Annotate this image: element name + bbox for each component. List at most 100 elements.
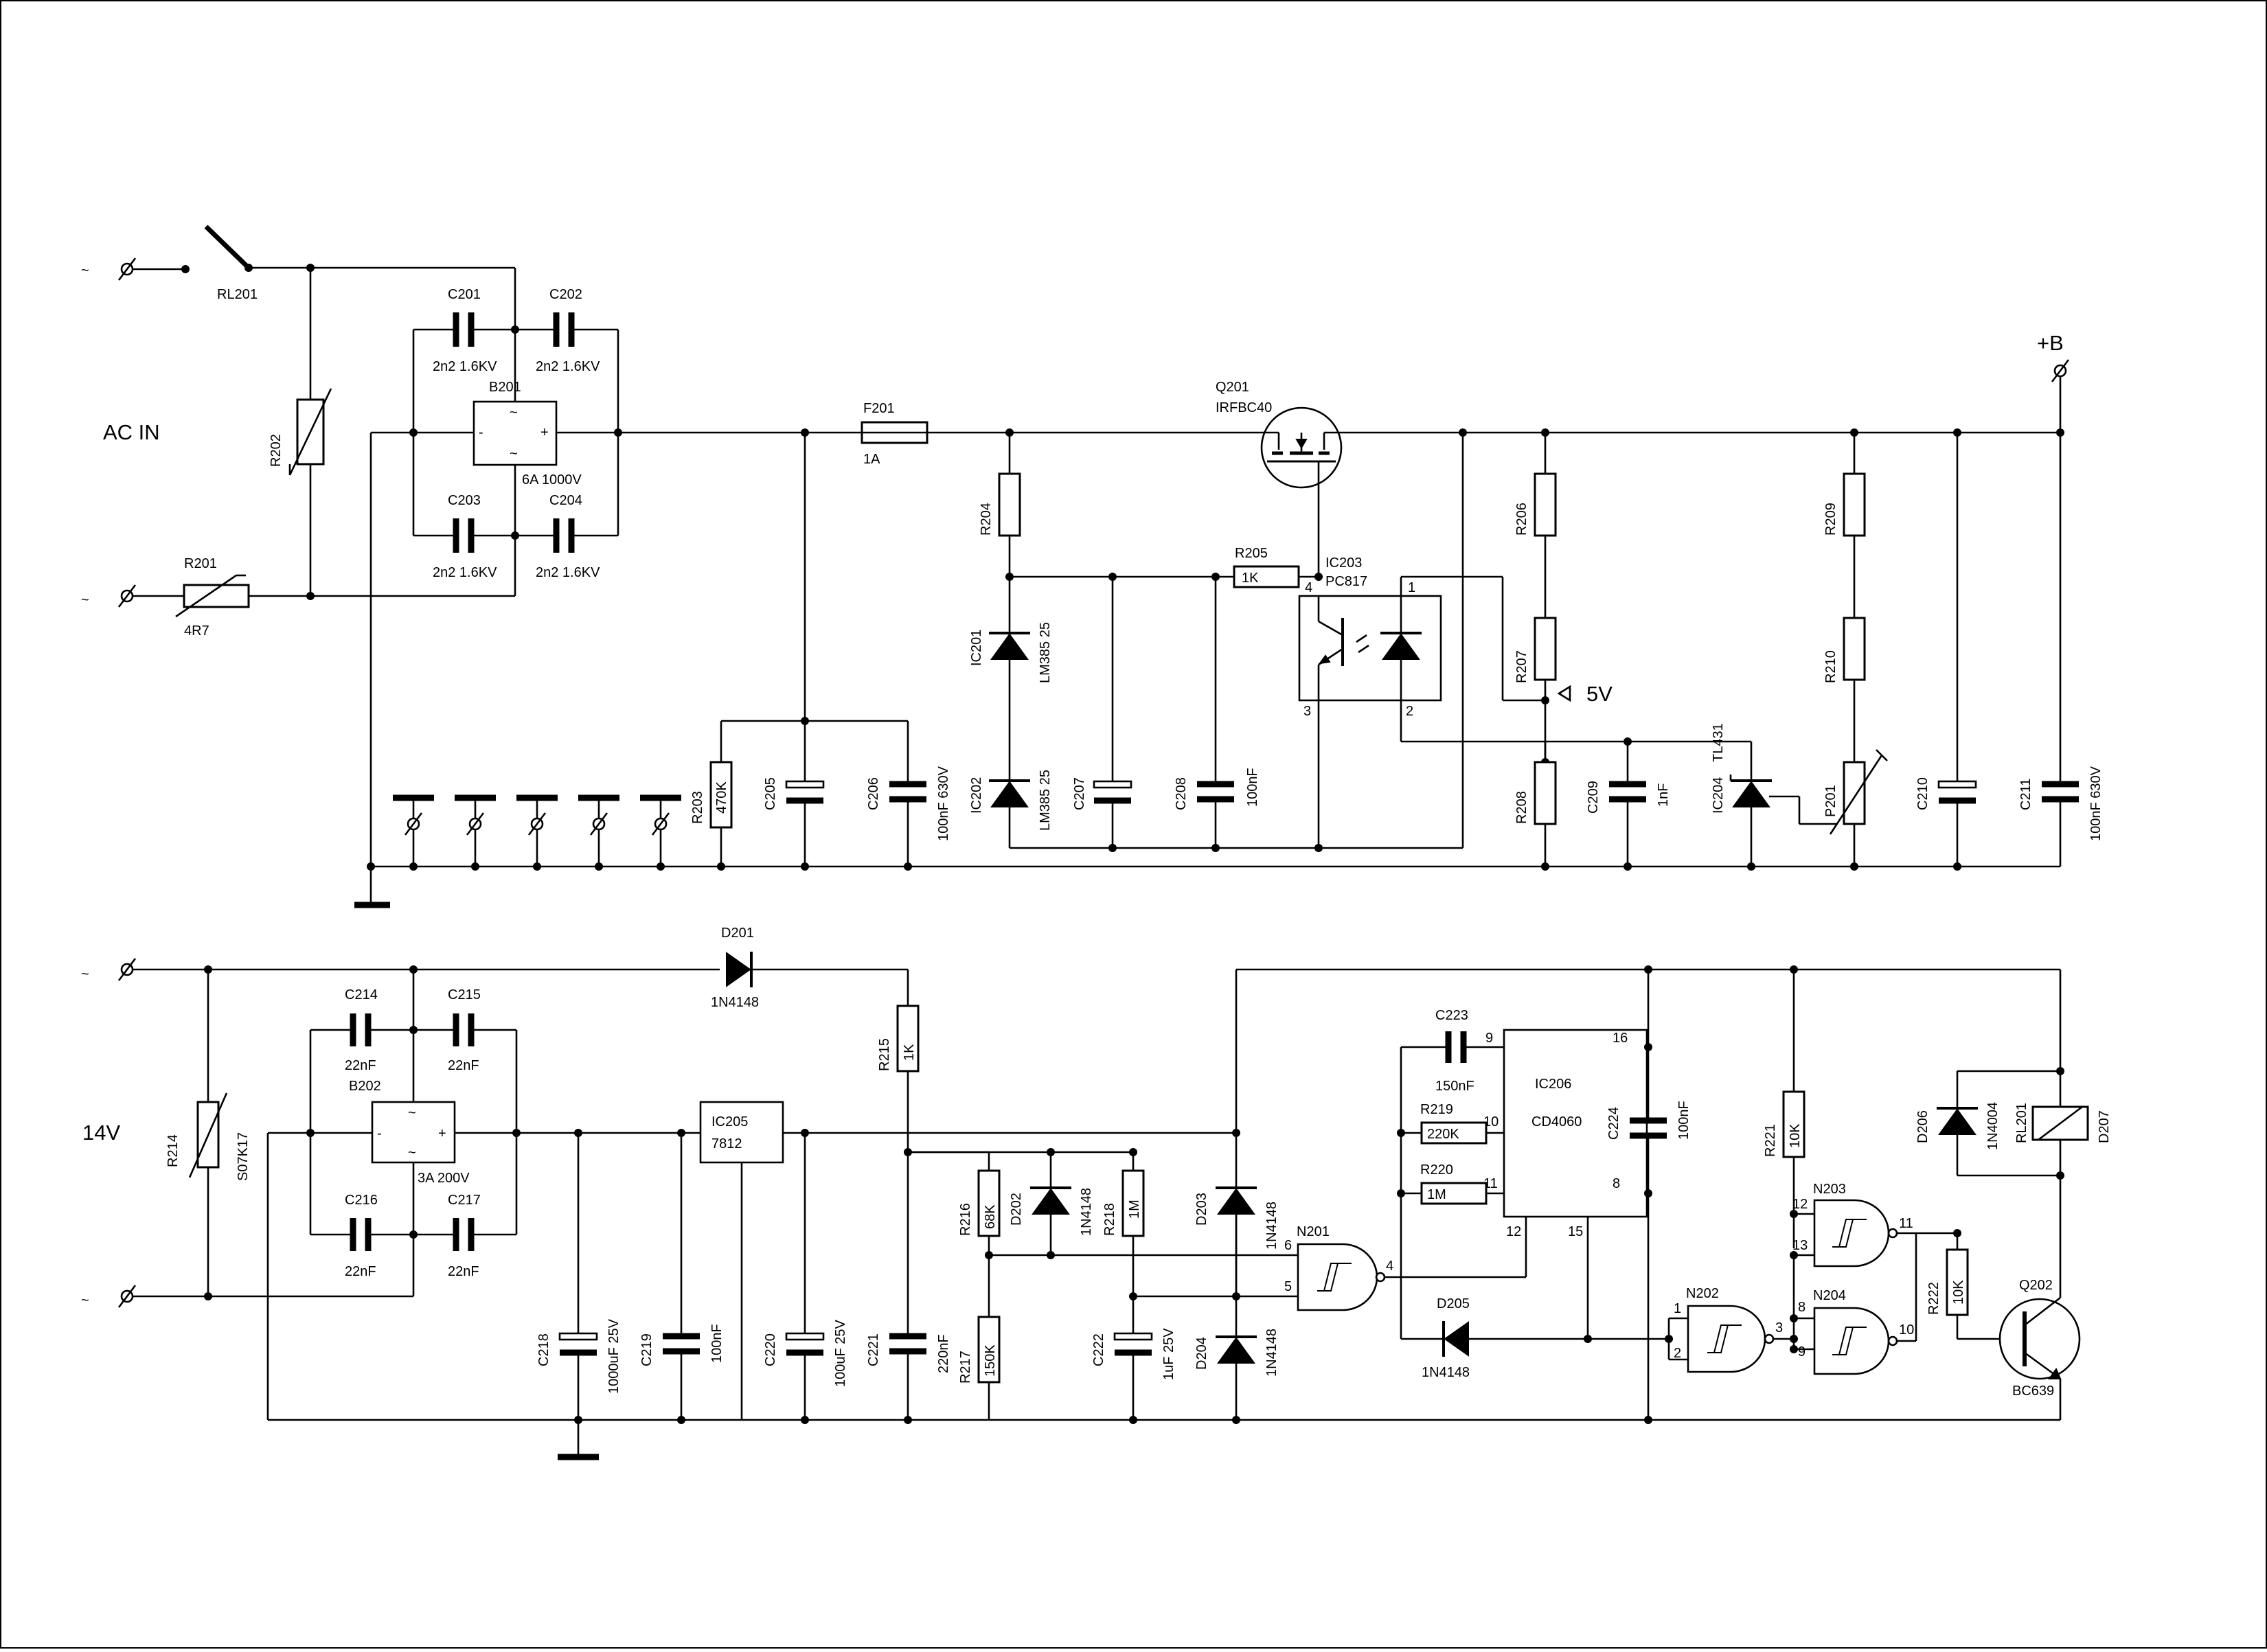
ac-tilde-mid: ~	[81, 593, 89, 608]
svg-text:3: 3	[1303, 704, 1311, 719]
svg-text:1N4148: 1N4148	[711, 995, 759, 1010]
svg-text:4: 4	[1386, 1259, 1393, 1274]
resistor-r208	[1534, 761, 1557, 825]
fuse-f201: F201 1A	[861, 401, 929, 467]
zener-ic201: IC201 LM385 25	[969, 577, 1053, 779]
svg-text:D201: D201	[721, 926, 754, 941]
testpoint-5v	[1557, 685, 1571, 702]
svg-text:LM385 25: LM385 25	[1038, 770, 1053, 831]
svg-text:~: ~	[81, 967, 89, 982]
svg-text:15: 15	[1568, 1224, 1583, 1239]
svg-text:R217: R217	[958, 1351, 973, 1384]
svg-text:13: 13	[1792, 1238, 1808, 1253]
svg-text:IC201: IC201	[969, 630, 984, 666]
svg-text:N204: N204	[1813, 1288, 1846, 1303]
svg-text:CD4060: CD4060	[1531, 1114, 1582, 1129]
varistor-r202: R202	[269, 268, 332, 596]
svg-text:9: 9	[1798, 1344, 1805, 1360]
svg-text:R205: R205	[1235, 546, 1268, 561]
relay-contact-rl201: RL201	[204, 225, 258, 302]
svg-text:C209: C209	[1586, 781, 1601, 814]
svg-text:220nF: 220nF	[936, 1334, 951, 1373]
svg-text:B202: B202	[349, 1079, 381, 1094]
svg-text:LM385 25: LM385 25	[1038, 622, 1053, 683]
svg-text:2n2 1.6KV: 2n2 1.6KV	[536, 565, 600, 580]
svg-text:C214: C214	[345, 987, 378, 1002]
svg-text:~: ~	[510, 446, 518, 461]
svg-text:C201: C201	[448, 287, 481, 302]
svg-text:R208: R208	[1514, 791, 1529, 824]
svg-text:N201: N201	[1297, 1224, 1330, 1239]
svg-text:1K: 1K	[902, 1044, 917, 1061]
svg-text:C222: C222	[1091, 1333, 1106, 1366]
svg-text:D207: D207	[2097, 1110, 2112, 1143]
svg-text:F201: F201	[863, 401, 895, 416]
svg-text:22nF: 22nF	[345, 1264, 376, 1279]
resistor-r221	[1782, 1090, 1805, 1158]
svg-text:R202: R202	[269, 434, 284, 467]
svg-text:2: 2	[1406, 704, 1413, 719]
svg-text:10: 10	[1483, 1114, 1499, 1129]
svg-text:Q201: Q201	[1216, 380, 1249, 395]
svg-text:1N4148: 1N4148	[1264, 1202, 1279, 1250]
capacitor-c210	[1937, 780, 1977, 789]
svg-text:12: 12	[1506, 1224, 1521, 1239]
svg-text:9: 9	[1485, 1031, 1493, 1046]
svg-text:2n2 1.6KV: 2n2 1.6KV	[433, 565, 497, 580]
resistor-r218	[1121, 1169, 1145, 1237]
svg-text:68K: 68K	[983, 1204, 998, 1229]
resistor-r209	[1843, 472, 1866, 537]
svg-text:R206: R206	[1514, 503, 1529, 536]
svg-text:220K: 220K	[1427, 1127, 1459, 1142]
svg-text:150K: 150K	[983, 1344, 998, 1377]
earth-terminals	[393, 794, 681, 871]
svg-text:3A 200V: 3A 200V	[418, 1171, 470, 1186]
svg-text:1A: 1A	[863, 452, 880, 467]
svg-text:D204: D204	[1194, 1337, 1209, 1370]
svg-text:1000uF 25V: 1000uF 25V	[606, 1318, 622, 1394]
svg-text:C203: C203	[448, 493, 481, 508]
optocoupler-ic203: IC203 PC817 4 1 3 2	[1298, 555, 1751, 852]
svg-text:D205: D205	[1437, 1296, 1470, 1311]
svg-text:C215: C215	[448, 987, 481, 1002]
shunt-regulator-ic204: IC204 TL431	[1711, 723, 1838, 871]
svg-text:R220: R220	[1420, 1162, 1453, 1178]
svg-text:-: -	[479, 425, 483, 440]
svg-text:1: 1	[1408, 580, 1415, 595]
svg-text:8: 8	[1798, 1300, 1805, 1315]
svg-text:D206: D206	[1915, 1110, 1930, 1143]
svg-text:N202: N202	[1686, 1286, 1719, 1301]
svg-text:BC639: BC639	[2012, 1384, 2054, 1399]
zener-ic202: IC202 LM385 25	[969, 770, 1463, 849]
resistor-r215	[896, 1005, 920, 1072]
svg-text:~: ~	[408, 1145, 416, 1160]
svg-text:1K: 1K	[1242, 571, 1259, 586]
svg-text:C216: C216	[345, 1193, 378, 1208]
svg-text:C211: C211	[2018, 779, 2034, 810]
capacitor-c207	[1093, 780, 1132, 789]
ac-in-label: AC IN	[103, 420, 160, 444]
svg-text:10K: 10K	[1951, 1280, 1966, 1305]
svg-text:R209: R209	[1823, 503, 1838, 536]
svg-text:C219: C219	[639, 1333, 654, 1366]
ac-tilde-top: ~	[81, 263, 89, 278]
svg-text:C205: C205	[763, 777, 778, 810]
svg-text:8: 8	[1613, 1176, 1620, 1191]
svg-text:1N4004: 1N4004	[1985, 1102, 2001, 1150]
svg-text:100uF 25V: 100uF 25V	[833, 1319, 848, 1387]
svg-text:100nF: 100nF	[1245, 768, 1260, 807]
svg-text:C206: C206	[866, 777, 881, 810]
svg-text:+: +	[438, 1126, 446, 1141]
svg-text:100nF 630V: 100nF 630V	[2088, 766, 2104, 841]
transistor-q202: Q202 BC639	[1998, 1278, 2081, 1399]
svg-text:C224: C224	[1606, 1107, 1621, 1140]
capacitor-c206: C206 100nF 630V	[866, 721, 951, 871]
svg-text:R218: R218	[1102, 1203, 1117, 1236]
svg-text:1nF: 1nF	[1656, 783, 1671, 807]
svg-text:16: 16	[1613, 1031, 1628, 1046]
bridge-b201: ~ ~ - + B201 6A 1000V	[371, 330, 618, 536]
lower-circuit: ~ ~ 14V R214 S07K17 ~ ~ - + B202 3A 200V	[81, 926, 2112, 1460]
svg-text:Q202: Q202	[2019, 1278, 2053, 1293]
